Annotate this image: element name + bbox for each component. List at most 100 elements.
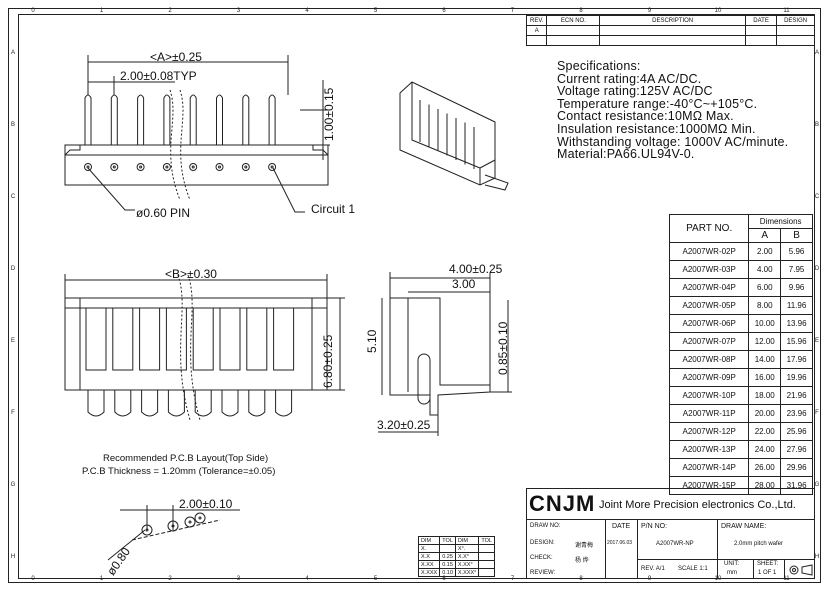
tolerance-cell bbox=[478, 552, 495, 561]
zone-marker: A bbox=[814, 50, 819, 56]
checker: 杨 烨 bbox=[575, 558, 589, 564]
design-label: DESIGN: bbox=[530, 540, 555, 546]
top-view-pin-circle bbox=[189, 163, 198, 171]
zone-marker: 0 bbox=[31, 576, 35, 582]
zone-marker: 6 bbox=[442, 576, 446, 582]
tol-dim-header: DIM bbox=[417, 536, 441, 545]
specifications: Specifications: Current rating:4A AC/DC.… bbox=[557, 60, 788, 161]
pcb-hole-center bbox=[171, 524, 175, 528]
zone-marker: 9 bbox=[647, 8, 652, 14]
spec-line: Material:PA66.UL94V-0. bbox=[557, 147, 695, 162]
zone-marker: H bbox=[10, 554, 16, 560]
zone-marker: 11 bbox=[783, 8, 790, 14]
revision-table: REV. ECN NO. DESCRIPTION DATE DESIGN A bbox=[525, 15, 815, 46]
pcb-hole bbox=[141, 524, 153, 536]
front-view-pin bbox=[167, 390, 185, 417]
zone-marker: 6 bbox=[442, 8, 446, 14]
height-680-label: 6.80±0.25 bbox=[321, 334, 335, 388]
zone-marker: 1 bbox=[99, 576, 104, 582]
dimension-cell-b: 31.96 bbox=[780, 476, 813, 495]
zone-marker: 3 bbox=[236, 576, 241, 582]
front-view bbox=[64, 274, 345, 421]
zone-marker: G bbox=[10, 482, 16, 488]
unit-value: mm bbox=[727, 570, 737, 576]
tolerance-cell: X.X bbox=[417, 552, 441, 561]
zone-marker: 8 bbox=[579, 576, 583, 582]
isometric-view bbox=[399, 81, 509, 191]
pcb-layout bbox=[107, 505, 240, 561]
pn-label: P/N NO: bbox=[641, 523, 668, 530]
tolerance-row: X.X°. bbox=[417, 544, 495, 553]
zone-marker: 4 bbox=[305, 576, 309, 582]
zone-marker: A bbox=[10, 50, 15, 56]
top-view-pin-circle bbox=[162, 163, 171, 171]
front-view-slot bbox=[139, 307, 161, 371]
spec-line: Insulation resistance:1000MΩ Min. bbox=[557, 121, 756, 136]
zone-marker: 2 bbox=[168, 576, 172, 582]
draw-name: 2.0mm pitch wafer bbox=[734, 541, 784, 547]
company-logo: CNJM bbox=[529, 491, 596, 516]
pitch-typ-label: 2.00±0.08TYP bbox=[120, 69, 197, 83]
pn-value: A2007WR-NP bbox=[656, 541, 694, 547]
zone-marker: E bbox=[814, 338, 819, 344]
tolerance-cell: 0.25 bbox=[439, 552, 456, 561]
title-block-sheet: SHEET: 1 OF 1 bbox=[753, 559, 785, 579]
pcb-hole bbox=[184, 516, 196, 528]
zone-marker: 9 bbox=[647, 576, 652, 582]
dimension-cell-part: A2007WR-15P bbox=[668, 476, 750, 495]
top-view-pin-circle bbox=[136, 163, 145, 171]
side-300-label: 3.00 bbox=[452, 277, 476, 291]
zone-marker: 7 bbox=[510, 8, 515, 14]
top-view-pin-center bbox=[139, 165, 143, 169]
tolerance-cell bbox=[478, 568, 495, 577]
zone-marker: 5 bbox=[373, 8, 378, 14]
zone-marker: 10 bbox=[714, 576, 722, 582]
zone-marker: C bbox=[814, 194, 820, 200]
designer: 谢青梅 bbox=[575, 543, 594, 549]
title-block-pn: P/N NO: A2007WR-NP bbox=[637, 519, 718, 560]
front-view-slot bbox=[112, 307, 134, 371]
third-angle-projection-icon bbox=[789, 564, 813, 576]
tolerance-cell bbox=[439, 544, 456, 553]
pcb-pitch-label: 2.00±0.10 bbox=[179, 497, 233, 511]
spec-line: Voltage rating:125V AC/DC bbox=[557, 84, 713, 99]
revision-header-row: REV. ECN NO. DESCRIPTION DATE DESIGN bbox=[525, 15, 815, 26]
revision-row-empty bbox=[525, 35, 815, 46]
zone-marker: C bbox=[10, 194, 16, 200]
draw-no-label: DRAW NO: bbox=[530, 523, 561, 529]
zone-marker: D bbox=[10, 266, 16, 272]
date-label: DATE bbox=[612, 523, 631, 530]
top-view bbox=[64, 55, 330, 213]
unit-label: UNIT: bbox=[724, 561, 739, 567]
front-view-pin bbox=[194, 390, 212, 417]
part-no-header: PART NO. bbox=[668, 214, 750, 243]
pcb-hole-center bbox=[145, 528, 149, 532]
date-value: 2017.06.03 bbox=[607, 540, 633, 546]
dim-a-label: <A>±0.25 bbox=[150, 50, 202, 64]
zone-marker: 3 bbox=[236, 8, 241, 14]
zone-marker: 11 bbox=[783, 576, 790, 582]
pcb-holes bbox=[141, 512, 206, 536]
pcb-thickness-label: P.C.B Thickness = 1.20mm (Tolerance=±0.0… bbox=[82, 466, 276, 477]
pcb-hole-center bbox=[198, 516, 202, 520]
top-view-pin-center bbox=[218, 165, 221, 169]
spec-line: Withstanding voltage: 1000V AC/minute. bbox=[557, 134, 789, 149]
side-view bbox=[378, 272, 512, 436]
zone-marker: 0 bbox=[31, 8, 35, 14]
tol-dim-angle-header: DIM bbox=[454, 536, 480, 545]
front-view-slot bbox=[246, 307, 268, 371]
zone-marker: F bbox=[815, 410, 819, 416]
top-view-pin-center bbox=[165, 165, 169, 169]
zone-marker: 5 bbox=[373, 576, 378, 582]
zone-marker: 1 bbox=[99, 8, 104, 14]
